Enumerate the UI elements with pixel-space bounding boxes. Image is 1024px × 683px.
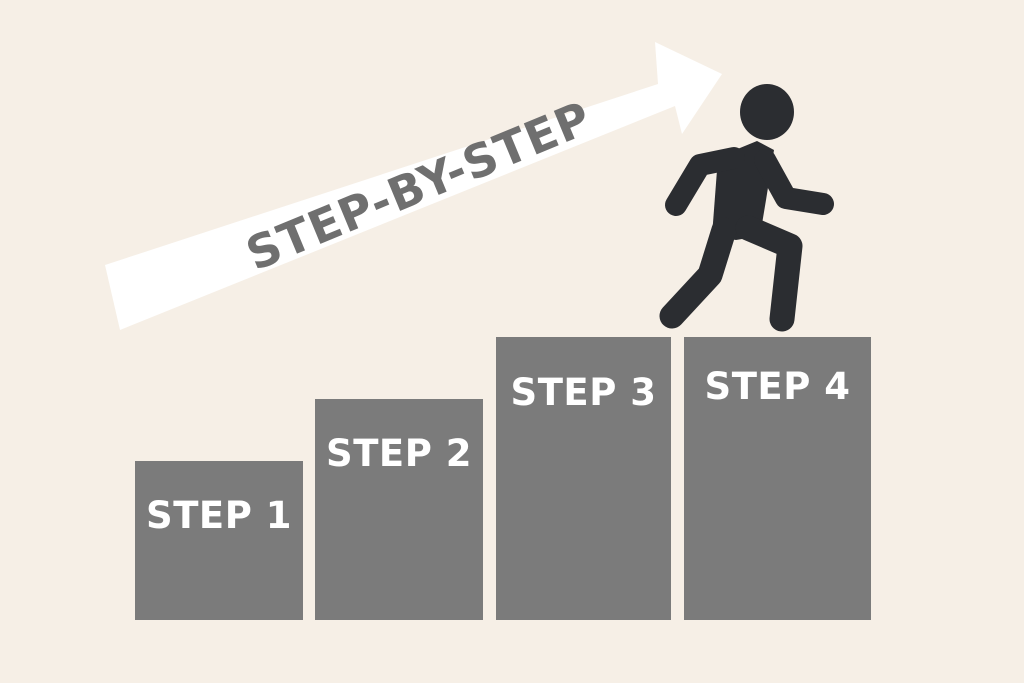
figure-front-leg [735,215,803,332]
step-label-2: STEP 2 [326,432,472,475]
figure-head [740,84,794,140]
figure-back-arm [665,147,745,216]
step-block-3: STEP 3 [496,337,671,620]
step-block-2: STEP 2 [315,399,483,620]
step-label-4: STEP 4 [704,365,851,408]
step-block-4: STEP 4 [684,337,871,620]
figure-front-arm [754,149,834,215]
step-block-1: STEP 1 [135,461,303,620]
step-label-1: STEP 1 [146,494,292,537]
figure-back-leg [659,217,737,329]
up-right-arrow-icon [105,42,722,330]
step-label-3: STEP 3 [510,371,657,414]
